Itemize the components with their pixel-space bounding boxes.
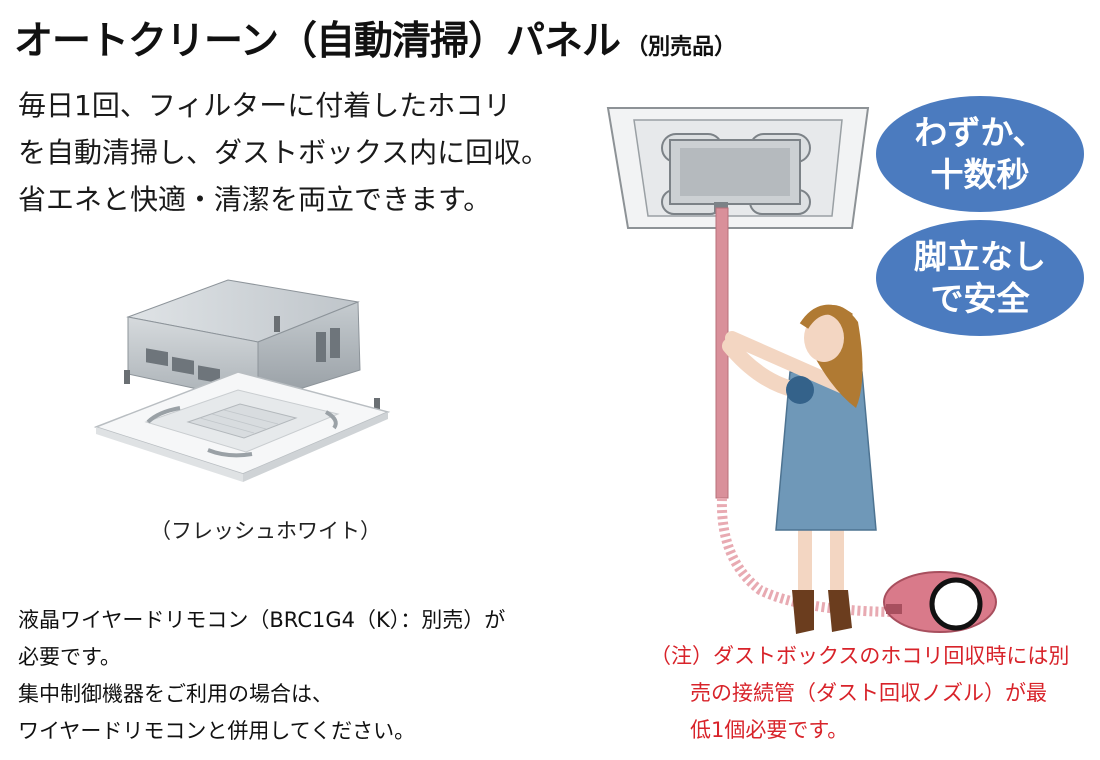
warning-line: 売の接続管（ダスト回収ノズル）が最 — [690, 681, 1047, 705]
notes-text: 液晶ワイヤードリモコン（BRC1G4（K）：別売）が 必要です。 集中制御機器を… — [18, 602, 505, 750]
ceiling-cassette-illustration — [93, 279, 391, 482]
lead-text: 毎日1回、フィルターに付着したホコリ を自動清掃し、ダストボックス内に回収。 省… — [18, 82, 549, 223]
badge-safe: 脚立なし で安全 — [876, 220, 1084, 336]
badge-line: 脚立なし — [914, 237, 1046, 276]
lead-line: を自動清掃し、ダストボックス内に回収。 — [18, 136, 550, 169]
warning-note: （注）ダストボックスのホコリ回収時には別 売の接続管（ダスト回収ノズル）が最 低… — [650, 638, 1069, 749]
note-line: 集中制御機器をご利用の場合は、 — [18, 682, 333, 706]
badge-quick: わずか、 十数秒 — [876, 96, 1084, 212]
title-sub: （別売品） — [626, 35, 737, 60]
warning-line: 低1個必要です。 — [690, 718, 849, 742]
badge-line: わずか、 — [914, 113, 1046, 152]
title-main: オートクリーン（自動清掃）パネル — [14, 19, 621, 64]
note-line: ワイヤードリモコンと併用してください。 — [18, 719, 416, 743]
badge-line: で安全 — [930, 279, 1030, 318]
warning-line: （注）ダストボックスのホコリ回収時には別 — [650, 644, 1070, 668]
product-caption: （フレッシュホワイト） — [150, 519, 381, 543]
page-title: オートクリーン（自動清掃）パネル（別売品） — [14, 10, 736, 66]
cleaning-scene-illustration — [606, 107, 997, 634]
lead-line: 毎日1回、フィルターに付着したホコリ — [18, 89, 512, 122]
note-line: 必要です。 — [18, 645, 121, 669]
lead-line: 省エネと快適・清潔を両立できます。 — [18, 183, 492, 216]
badge-line: 十数秒 — [930, 155, 1030, 194]
note-line: 液晶ワイヤードリモコン（BRC1G4（K）：別売）が — [18, 608, 506, 632]
